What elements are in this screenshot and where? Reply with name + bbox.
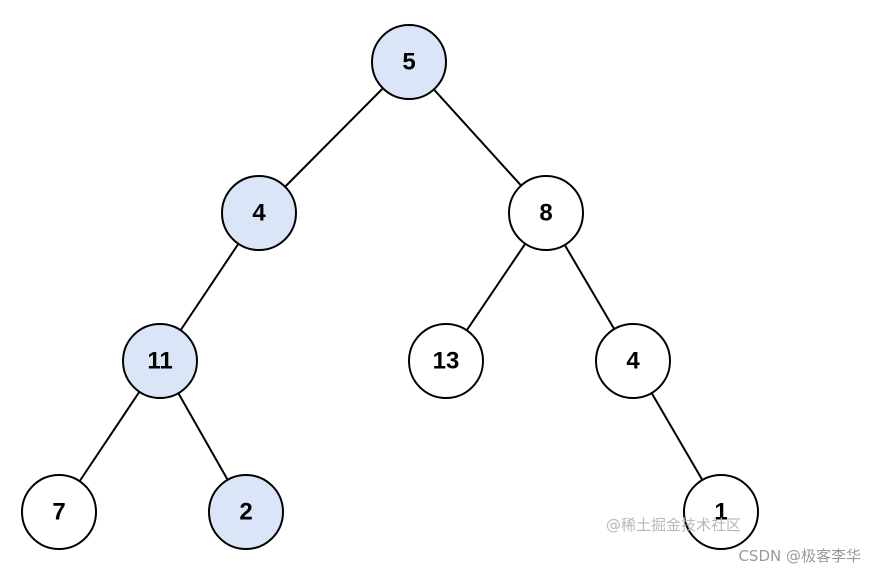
tree-edge xyxy=(179,243,240,331)
tree-node-value: 2 xyxy=(239,499,252,526)
tree-node-value: 8 xyxy=(539,200,552,227)
tree-edge xyxy=(78,391,141,482)
tree-node-value: 4 xyxy=(252,200,266,227)
tree-edge xyxy=(650,392,704,481)
tree-node-circle xyxy=(683,474,759,550)
csdn-watermark: CSDN @极客李华 xyxy=(738,547,861,565)
tree-node-value: 4 xyxy=(626,348,640,375)
tree-node-value: 1 xyxy=(714,499,727,526)
tree-node-circle-highlighted xyxy=(122,323,198,399)
tree-node: 11 xyxy=(122,323,198,399)
tree-node: 7 xyxy=(21,474,97,550)
tree-edge xyxy=(177,392,229,481)
tree-edge xyxy=(433,88,522,187)
tree-node-circle-highlighted xyxy=(371,24,447,100)
tree-node-value: 13 xyxy=(433,348,460,375)
tree-edges xyxy=(78,87,704,482)
tree-node: 5 xyxy=(371,24,447,100)
tree-edge xyxy=(465,243,527,331)
tree-edge xyxy=(563,244,616,330)
tree-node: 2 xyxy=(208,474,284,550)
tree-node-circle-highlighted xyxy=(208,474,284,550)
tree-node: 4 xyxy=(221,175,297,251)
tree-node: 13 xyxy=(408,323,484,399)
tree-node-circle xyxy=(595,323,671,399)
tree-node-circle xyxy=(508,175,584,251)
tree-nodes: 5 4 8 11 13 4 7 2 1 xyxy=(21,24,759,550)
tree-node-circle xyxy=(21,474,97,550)
tree-node: 8 xyxy=(508,175,584,251)
tree-node-circle xyxy=(408,323,484,399)
tree-node: 4 xyxy=(595,323,671,399)
tree-node-circle-highlighted xyxy=(221,175,297,251)
tree-node: 1 xyxy=(683,474,759,550)
tree-node-value: 7 xyxy=(52,499,65,526)
tree-edge xyxy=(284,87,384,188)
tree-node-value: 5 xyxy=(402,49,415,76)
tree-node-value: 11 xyxy=(147,348,172,375)
juejin-watermark: @稀土掘金技术社区 xyxy=(606,516,742,534)
